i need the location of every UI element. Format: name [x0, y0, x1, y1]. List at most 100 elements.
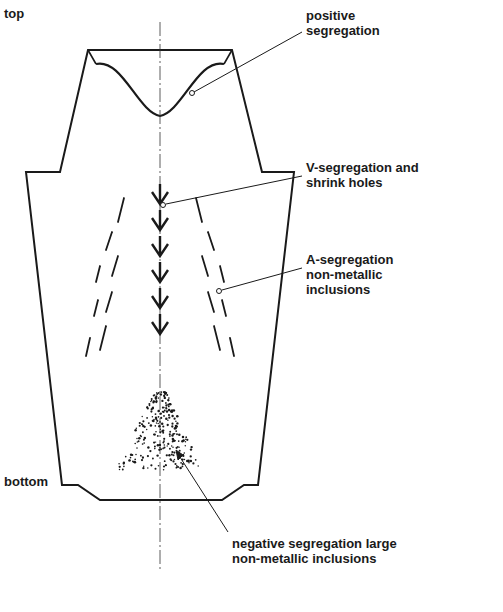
segregation-dot: [153, 434, 155, 436]
segregation-dot: [147, 455, 149, 457]
segregation-dot: [157, 410, 160, 413]
segregation-dot: [154, 468, 156, 470]
segregation-dot: [190, 455, 192, 457]
segregation-dot: [169, 448, 171, 450]
segregation-dot: [155, 398, 157, 400]
segregation-dot: [169, 435, 171, 437]
segregation-dot: [136, 447, 138, 449]
segregation-dot: [192, 462, 194, 464]
segregation-dot: [125, 456, 127, 458]
segregation-dot: [143, 442, 145, 444]
position-label: bottom: [4, 474, 64, 489]
a-dash: [196, 198, 202, 222]
segregation-dot: [167, 445, 168, 446]
segregation-dot: [163, 411, 165, 413]
segregation-dot: [161, 400, 163, 402]
callout-label: negative segregation large non-metallic …: [232, 536, 402, 566]
segregation-dot: [158, 465, 160, 467]
segregation-dot: [195, 459, 197, 461]
v-segregation-marks: [152, 184, 168, 334]
segregation-dot: [158, 397, 160, 399]
segregation-dot: [162, 425, 164, 427]
segregation-dot: [143, 465, 144, 466]
segregation-dot: [174, 440, 175, 441]
segregation-dot: [158, 416, 160, 418]
v-mark: [152, 236, 168, 256]
segregation-dot: [158, 425, 161, 428]
segregation-dot: [169, 458, 171, 460]
segregation-dot: [155, 400, 157, 402]
segregation-dot: [164, 392, 166, 394]
segregation-dot: [161, 422, 163, 424]
segregation-dot: [172, 446, 173, 447]
a-dash: [100, 326, 106, 350]
segregation-dot: [118, 463, 120, 465]
segregation-dot: [159, 447, 160, 448]
segregation-dot: [159, 421, 161, 423]
segregation-dot: [163, 465, 165, 467]
segregation-dot: [169, 431, 171, 433]
segregation-dot: [160, 417, 162, 419]
segregation-dot: [169, 433, 171, 435]
segregation-dot: [171, 425, 173, 427]
segregation-dot: [140, 435, 142, 437]
segregation-dot: [166, 394, 168, 396]
segregation-dot: [134, 429, 137, 432]
segregation-dot: [154, 448, 156, 450]
segregation-dot: [155, 401, 157, 403]
segregation-dot: [167, 420, 169, 422]
segregation-dot: [162, 429, 164, 431]
a-dash: [220, 266, 224, 282]
segregation-dot: [163, 469, 165, 471]
segregation-dot: [149, 450, 151, 452]
segregation-dot: [173, 418, 175, 420]
segregation-dot: [153, 400, 155, 402]
a-dash: [106, 232, 112, 250]
segregation-dot: [134, 443, 136, 445]
segregation-dot: [179, 467, 182, 470]
segregation-dot: [180, 462, 182, 464]
segregation-dot: [182, 439, 185, 442]
segregation-dot: [165, 407, 167, 409]
segregation-dot: [166, 410, 168, 412]
segregation-dot: [150, 411, 152, 413]
segregation-dot: [163, 444, 165, 446]
segregation-dot: [163, 415, 165, 417]
segregation-dot: [152, 407, 154, 409]
a-dash: [112, 256, 118, 276]
segregation-dot: [142, 443, 144, 445]
segregation-dot: [135, 454, 136, 455]
segregation-dot: [150, 464, 152, 466]
segregation-dot: [174, 459, 176, 461]
a-dash: [106, 292, 112, 312]
segregation-dot: [155, 397, 158, 400]
segregation-dot: [156, 395, 157, 396]
segregation-dot: [158, 392, 160, 394]
segregation-dot: [133, 461, 135, 463]
a-dash: [208, 232, 214, 250]
segregation-dot: [146, 417, 148, 419]
segregation-dot: [119, 466, 121, 468]
v-mark: [152, 262, 168, 282]
segregation-dot: [139, 425, 141, 427]
segregation-dot: [190, 460, 192, 462]
segregation-dot: [146, 429, 147, 430]
segregation-dot: [173, 451, 175, 453]
segregation-dot: [164, 397, 166, 399]
segregation-dot: [139, 422, 141, 424]
segregation-dot: [143, 439, 145, 441]
segregation-dot: [128, 459, 130, 461]
segregation-dot: [122, 469, 124, 471]
segregation-dot: [156, 422, 157, 423]
segregation-dot: [151, 398, 153, 400]
segregation-dot: [152, 407, 154, 409]
segregation-dot: [169, 403, 171, 405]
segregation-dot: [157, 435, 159, 437]
segregation-dot: [168, 417, 170, 419]
segregation-dot: [157, 423, 159, 425]
segregation-dot: [174, 433, 176, 435]
segregation-dot: [153, 394, 155, 396]
callout-label: positive segregation: [306, 8, 416, 38]
segregation-dot: [175, 430, 177, 432]
